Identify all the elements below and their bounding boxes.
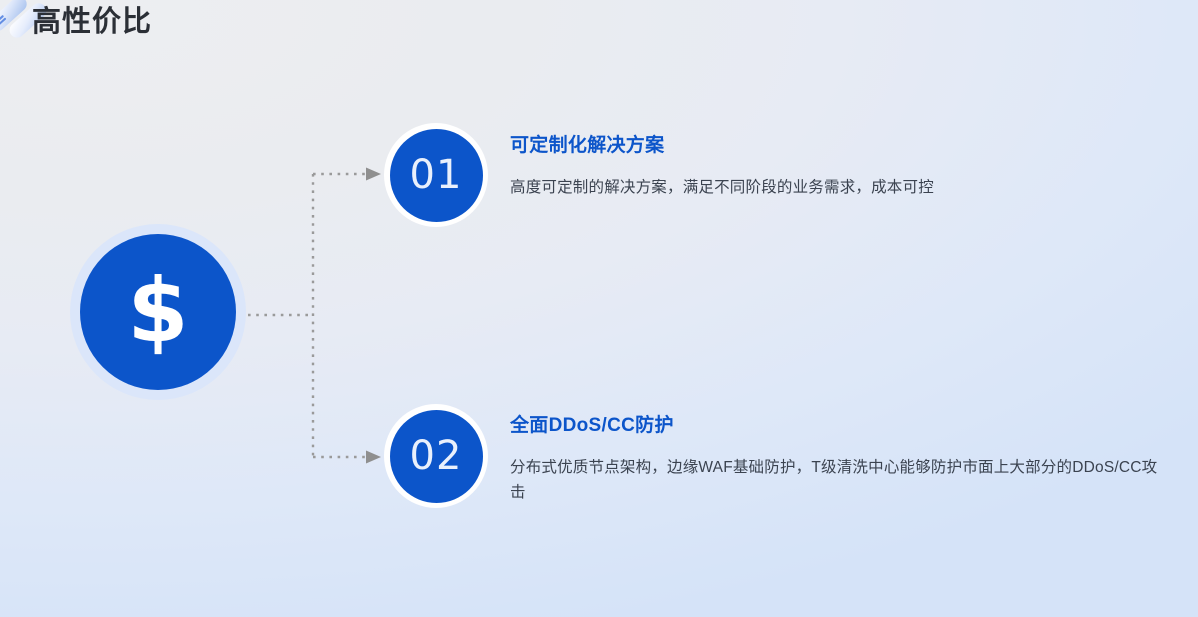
step-heading-01: 可定制化解决方案: [510, 135, 665, 156]
step-circle-02-inner: 02: [389, 409, 483, 503]
step-body-01: 高度可定制的解决方案，满足不同阶段的业务需求，成本可控: [510, 179, 934, 196]
step-body-02: 分布式优质节点架构，边缘WAF基础防护，T级清洗中心能够防护市面上大部分的DDo…: [510, 459, 1158, 501]
step-circle-02: 02: [384, 404, 488, 508]
step-number-01: 01: [409, 152, 463, 198]
dollar-symbol: $: [127, 259, 189, 362]
dollar-sign-icon: $: [80, 234, 236, 390]
step-heading-02: 全面DDoS/CC防护: [510, 415, 674, 436]
cost-value-badge: $: [70, 224, 246, 400]
page-title: 高性价比: [32, 6, 153, 38]
step-circle-01: 01: [384, 123, 488, 227]
step-number-02: 02: [409, 433, 463, 479]
step-text-02: 全面DDoS/CC防护 分布式优质节点架构，边缘WAF基础防护，T级清洗中心能够…: [510, 413, 1170, 505]
step-circle-01-inner: 01: [389, 128, 483, 222]
step-text-01: 可定制化解决方案 高度可定制的解决方案，满足不同阶段的业务需求，成本可控: [510, 133, 1150, 200]
